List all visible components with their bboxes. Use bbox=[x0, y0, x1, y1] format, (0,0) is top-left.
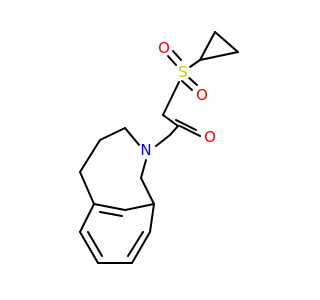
bond bbox=[181, 80, 193, 91]
bond bbox=[127, 231, 144, 257]
bond bbox=[179, 125, 201, 137]
bond bbox=[79, 139, 101, 173]
bond bbox=[140, 177, 155, 205]
bond bbox=[131, 231, 151, 264]
bond bbox=[162, 114, 179, 127]
atom-s: S bbox=[175, 63, 191, 81]
bond bbox=[175, 119, 197, 131]
carbonyl-group bbox=[155, 119, 201, 147]
bond bbox=[172, 50, 182, 61]
atom-o-upper: O bbox=[156, 39, 172, 57]
bond bbox=[87, 231, 103, 257]
bond bbox=[124, 127, 141, 147]
bond bbox=[79, 171, 95, 205]
atom-label-s: S bbox=[178, 63, 188, 81]
atom-label-n: N bbox=[140, 141, 151, 159]
bond bbox=[149, 203, 155, 233]
bond bbox=[199, 51, 239, 61]
bond bbox=[79, 231, 99, 264]
bond bbox=[99, 127, 126, 141]
atom-label-o: O bbox=[196, 86, 208, 104]
bond bbox=[167, 55, 177, 66]
bond bbox=[199, 31, 216, 61]
bond bbox=[124, 203, 155, 211]
atom-o-lower: O bbox=[194, 86, 210, 104]
atom-label-o: O bbox=[204, 128, 216, 146]
bond bbox=[169, 125, 179, 136]
bond bbox=[155, 134, 171, 147]
bond bbox=[214, 31, 239, 53]
bond bbox=[162, 81, 180, 116]
bond bbox=[99, 211, 123, 217]
bond bbox=[189, 59, 201, 68]
bond bbox=[140, 159, 147, 179]
cyclopropyl-ring bbox=[199, 31, 239, 61]
atom-n: N bbox=[138, 141, 154, 159]
bond bbox=[79, 203, 95, 233]
molecule-structure: S O O O N bbox=[79, 31, 239, 264]
atom-label-o: O bbox=[158, 39, 170, 57]
benzene-ring bbox=[79, 203, 155, 264]
atom-o-carbonyl: O bbox=[202, 128, 218, 146]
bond bbox=[93, 203, 126, 211]
azocine-ring bbox=[79, 127, 155, 205]
